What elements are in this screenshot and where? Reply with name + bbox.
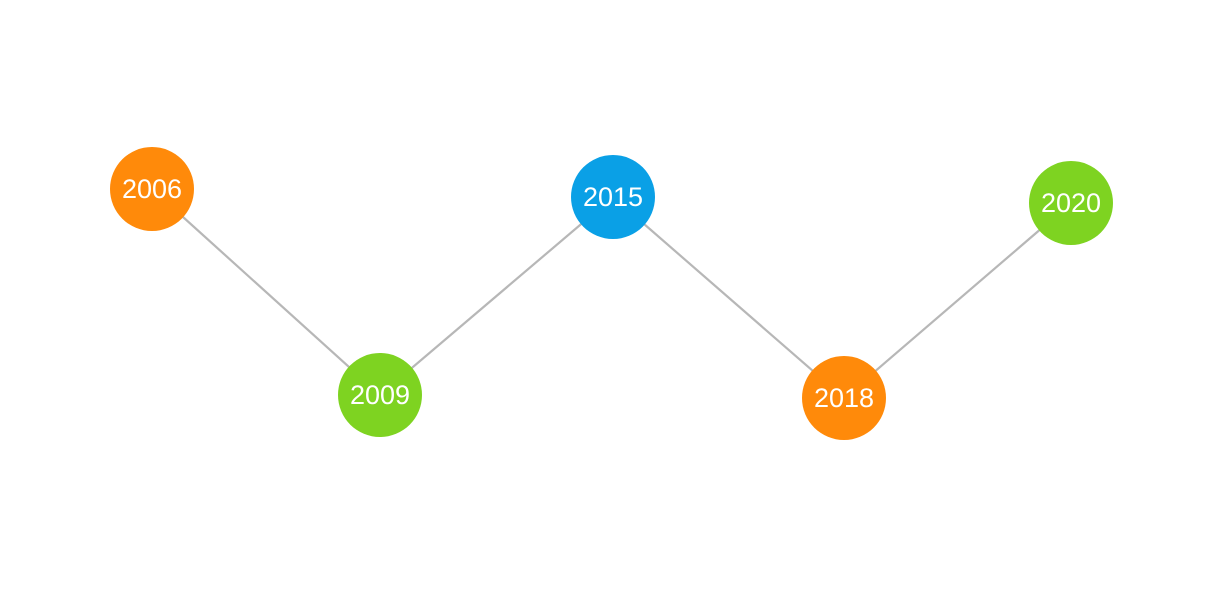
connector-line-2018-2020: [843, 202, 1072, 399]
milestone-2015: 2015: [571, 155, 655, 239]
connector-line-2006-2009: [151, 188, 381, 396]
milestone-circle: [1029, 161, 1113, 245]
milestone-year-label: 2020: [1041, 188, 1101, 218]
milestone-circle: [802, 356, 886, 440]
connector-lines: [151, 188, 1072, 399]
milestone-year-label: 2009: [350, 380, 410, 410]
milestone-circle: [338, 353, 422, 437]
milestone-2018: 2018: [802, 356, 886, 440]
milestone-year-label: 2015: [583, 182, 643, 212]
milestone-year-label: 2006: [122, 174, 182, 204]
milestone-circle: [571, 155, 655, 239]
milestone-2009: 2009: [338, 353, 422, 437]
milestone-2006: 2006: [110, 147, 194, 231]
connector-line-2009-2015: [379, 196, 614, 396]
milestone-year-label: 2018: [814, 383, 874, 413]
milestone-2020: 2020: [1029, 161, 1113, 245]
milestone-circle: [110, 147, 194, 231]
connector-line-2015-2018: [612, 196, 845, 399]
